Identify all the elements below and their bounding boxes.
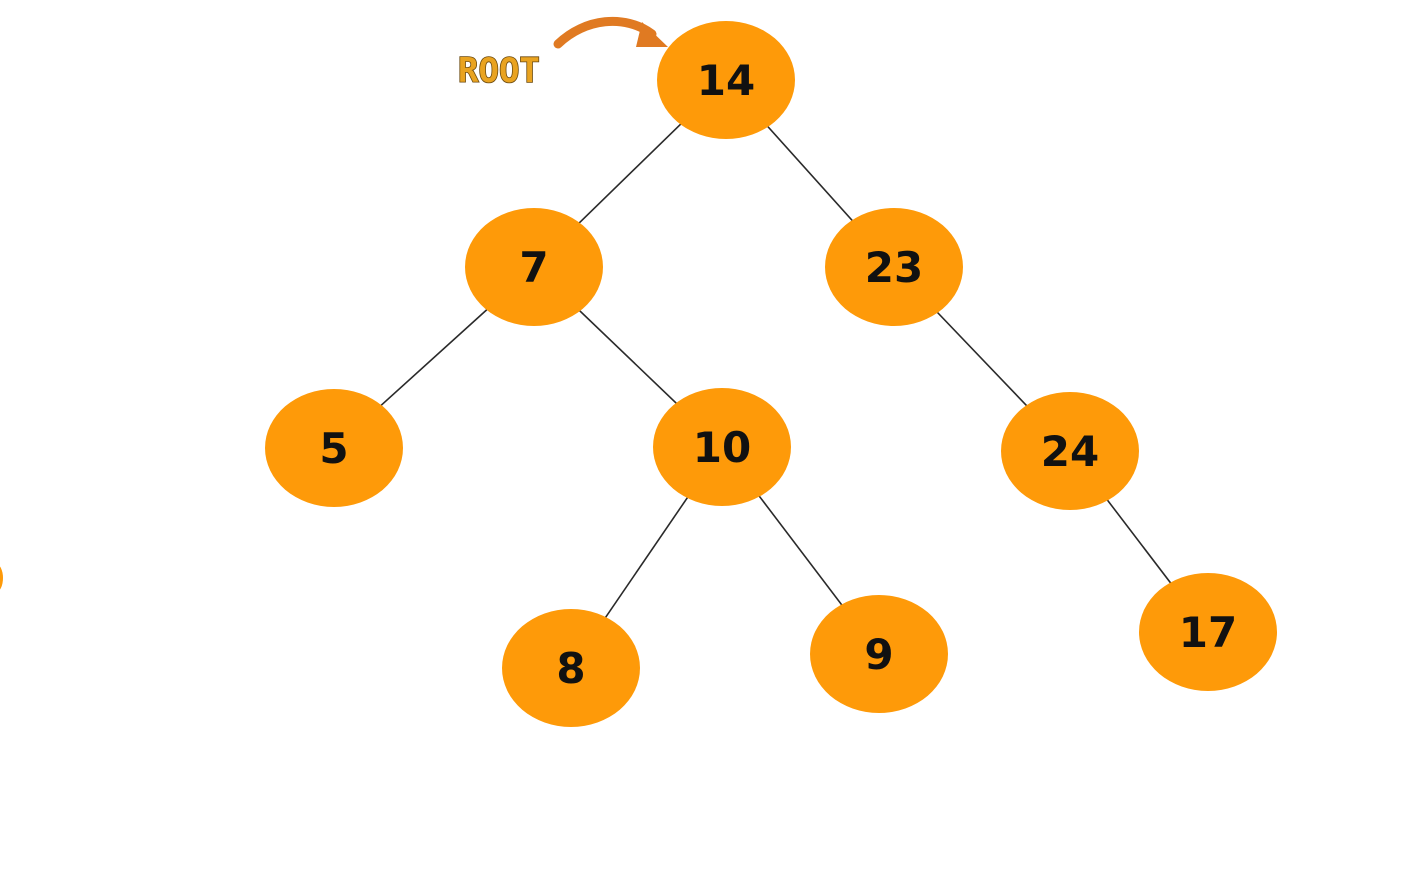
tree-node-17: 17 (1139, 573, 1277, 691)
edge-layer (333, 79, 1209, 669)
tree-node-5: 5 (265, 389, 403, 507)
tree-node-14: 14 (657, 21, 795, 139)
tree-node-9: 9 (810, 595, 948, 713)
tree-node-label: 10 (693, 423, 751, 472)
tree-node-circle (653, 388, 791, 506)
tree-node-label: 17 (1179, 608, 1237, 657)
tree-node-circle (825, 208, 963, 326)
tree-node-circle (657, 21, 795, 139)
root-label: ROOT (458, 51, 540, 91)
tree-node-circle (810, 595, 948, 713)
tree-node-circle (502, 609, 640, 727)
tree-node-circle (1001, 392, 1139, 510)
tree-node-24: 24 (1001, 392, 1139, 510)
offscreen-node-fragment (0, 566, 3, 590)
tree-node-label: 24 (1041, 427, 1099, 476)
tree-node-label: 8 (556, 644, 585, 693)
tree-node-8: 8 (502, 609, 640, 727)
tree-node-label: 9 (864, 630, 893, 679)
tree-node-circle (465, 208, 603, 326)
root-arrow-icon (553, 16, 668, 49)
tree-node-7: 7 (465, 208, 603, 326)
tree-node-circle (1139, 573, 1277, 691)
tree-node-10: 10 (653, 388, 791, 506)
tree-node-label: 5 (319, 424, 348, 473)
node-layer: 14 7 23 5 10 24 8 9 17 (265, 21, 1277, 727)
tree-node-23: 23 (825, 208, 963, 326)
tree-node-label: 23 (865, 243, 923, 292)
tree-node-circle (265, 389, 403, 507)
tree-node-label: 14 (697, 56, 755, 105)
tree-node-label: 7 (519, 243, 548, 292)
